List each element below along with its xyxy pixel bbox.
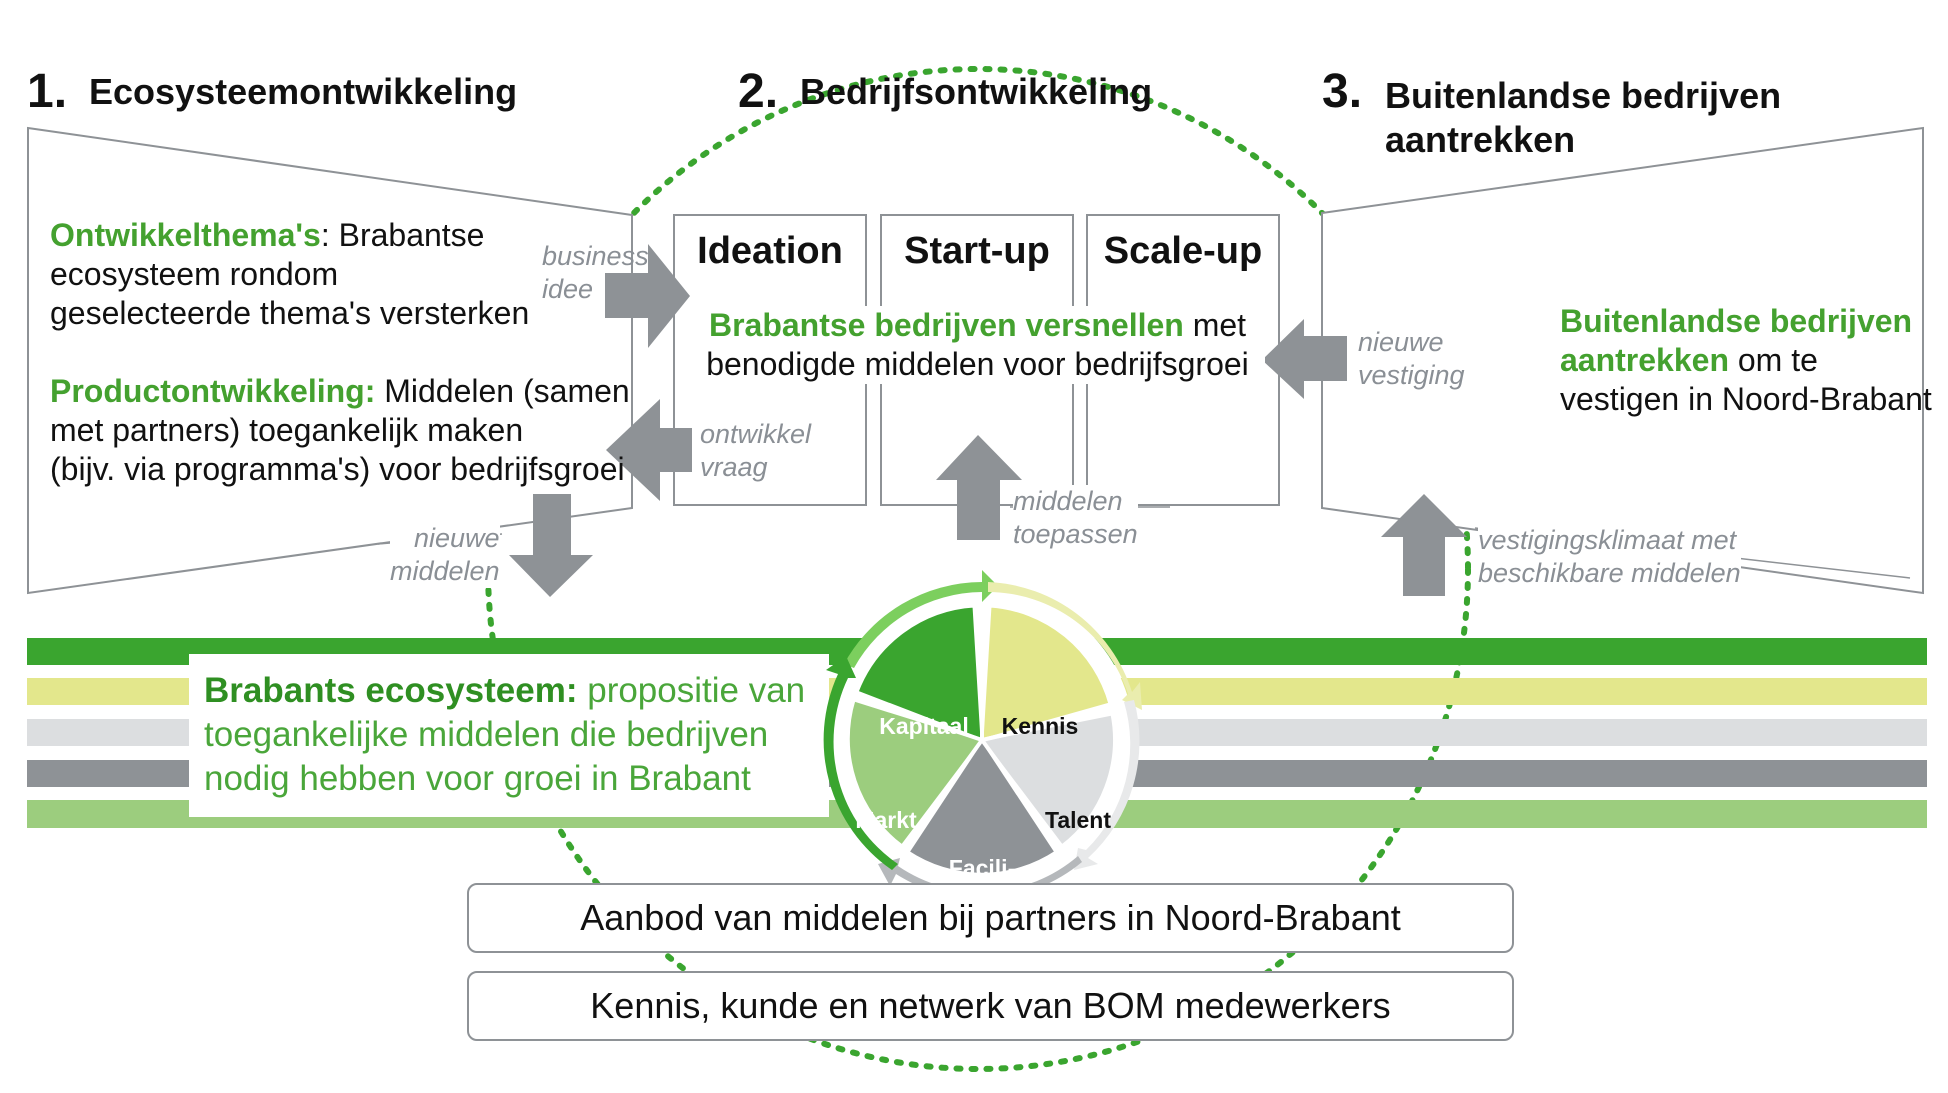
flow-label-middelen-toepassen: middelen toepassen — [1013, 485, 1138, 551]
stage-ideation: Ideation — [697, 230, 843, 272]
theme-line2: ecosysteem rondom — [50, 256, 339, 292]
wheel-label-faciliteiten-1: Facili- — [949, 855, 1015, 881]
wheel-segment-kapitaal — [855, 604, 984, 743]
arrow-up-middelen-toepassen — [936, 435, 1022, 540]
center-highlight: Brabantse bedrijven versnellen — [708, 307, 1184, 343]
product-text: Middelen (samen — [375, 373, 630, 409]
arrow-left-ontwikkel-vraag — [606, 399, 692, 501]
wheel-segment-talent — [979, 712, 1116, 849]
center-line2: benodigde middelen voor bedrijfsgroei — [706, 346, 1249, 382]
flow-label-line: toepassen — [1013, 519, 1138, 549]
flow-label-ontwikkel-vraag: ontwikkel vraag — [700, 418, 811, 484]
right-highlight-line2: aantrekken — [1560, 342, 1729, 378]
flow-label-line: ontwikkel — [700, 419, 812, 449]
theme-text: : Brabantse — [320, 217, 485, 253]
wheel-arrow-kapitaal — [844, 570, 998, 668]
wheel-segment-kennis — [980, 604, 1112, 743]
right-highlight-line1: Buitenlandse bedrijven — [1560, 303, 1913, 339]
flow-label-line: beschikbare middelen — [1478, 558, 1741, 588]
right-rest-line2: om te — [1728, 342, 1818, 378]
theme-label: Ontwikkelthema's — [50, 217, 321, 253]
section-3-number: 3. — [1322, 65, 1363, 118]
wheel-segment-markt — [846, 698, 985, 849]
arrow-right-business-idee — [605, 244, 690, 348]
right-panel-text: Buitenlandse bedrijven aantrekken om te … — [1560, 302, 1932, 419]
wheel-label-markt: Markt — [855, 807, 917, 833]
ecosystem-text-box — [189, 654, 829, 817]
flow-label-line: nieuwe — [1358, 327, 1444, 357]
section-2-title: Bedrijfsontwikkeling — [800, 71, 1153, 112]
arrow-nieuwe-vestiging — [1262, 319, 1347, 399]
resource-wheel: Kapitaal Kennis Talent Facili- teiten Ma… — [823, 570, 1142, 911]
flow-label-line: middelen — [1013, 486, 1123, 516]
wheel-label-kennis: Kennis — [1002, 713, 1079, 739]
flow-label-line: business — [542, 241, 649, 271]
flow-label-vestigingsklimaat: vestigingsklimaat met beschikbare middel… — [1478, 524, 1741, 590]
flow-label-line: vestigingsklimaat met — [1478, 525, 1737, 555]
ecosystem-text-1: propositie van — [577, 671, 806, 710]
flow-label-nieuwe-middelen: nieuwe middelen — [390, 522, 500, 588]
ecosystem-line2: toegankelijke middelen die bedrijven — [204, 715, 769, 754]
product-line2: met partners) toegankelijk maken — [50, 412, 524, 448]
flow-label-line: middelen — [390, 556, 500, 586]
section-3-title-line2: aantrekken — [1385, 119, 1576, 160]
right-funnel-panel — [1321, 126, 1924, 595]
section-1-number: 1. — [27, 65, 68, 118]
section-3-title-line1: Buitenlandse bedrijven — [1385, 75, 1782, 116]
left-product-block: Productontwikkeling: Middelen (samen met… — [50, 372, 630, 489]
ecosystem-label: Brabants ecosysteem: — [204, 671, 578, 710]
wheel-label-talent: Talent — [1045, 807, 1111, 833]
flow-label-line: nieuwe — [414, 523, 500, 553]
wheel-arrow-talent — [1074, 700, 1140, 870]
ecosystem-line3: nodig hebben voor groei in Brabant — [204, 759, 751, 798]
product-line3: (bijv. via programma's) voor bedrijfsgro… — [50, 451, 625, 487]
flow-label-line: vestiging — [1358, 360, 1465, 390]
product-label: Productontwikkeling: — [50, 373, 376, 409]
flow-label-line: idee — [542, 274, 594, 304]
left-theme-block: Ontwikkelthema's: Brabantse ecosysteem r… — [50, 216, 529, 333]
bottom-box-bom: Kennis, kunde en netwerk van BOM medewer… — [467, 971, 1514, 1041]
arrow-up-vestigingsklimaat — [1381, 494, 1467, 596]
wheel-segment-faciliteiten — [905, 737, 1059, 876]
wheel-arrow-kennis — [988, 582, 1142, 710]
flow-label-line: vraag — [700, 452, 768, 482]
bottom-box-partners: Aanbod van middelen bij partners in Noor… — [467, 883, 1514, 953]
section-1-title: Ecosysteemontwikkeling — [89, 71, 518, 112]
wheel-label-kapitaal: Kapitaal — [879, 713, 968, 739]
theme-line3: geselecteerde thema's versterken — [50, 295, 530, 331]
arrow-down-nieuwe-middelen — [509, 494, 593, 597]
flow-label-business-idee: business idee — [542, 240, 649, 306]
center-text: Brabantse bedrijven versnellen met benod… — [690, 306, 1265, 384]
section-2-number: 2. — [738, 65, 779, 118]
dotted-circle — [485, 66, 1471, 1072]
stage-scaleup: Scale-up — [1103, 230, 1263, 272]
right-line3: vestigen in Noord-Brabant — [1560, 381, 1932, 417]
ecosystem-text: Brabants ecosysteem: propositie van toeg… — [204, 669, 805, 801]
stage-startup: Start-up — [904, 230, 1050, 272]
left-funnel-panel — [27, 126, 633, 595]
center-rest: met — [1183, 307, 1247, 343]
flow-label-nieuwe-vestiging: nieuwe vestiging — [1358, 326, 1465, 392]
